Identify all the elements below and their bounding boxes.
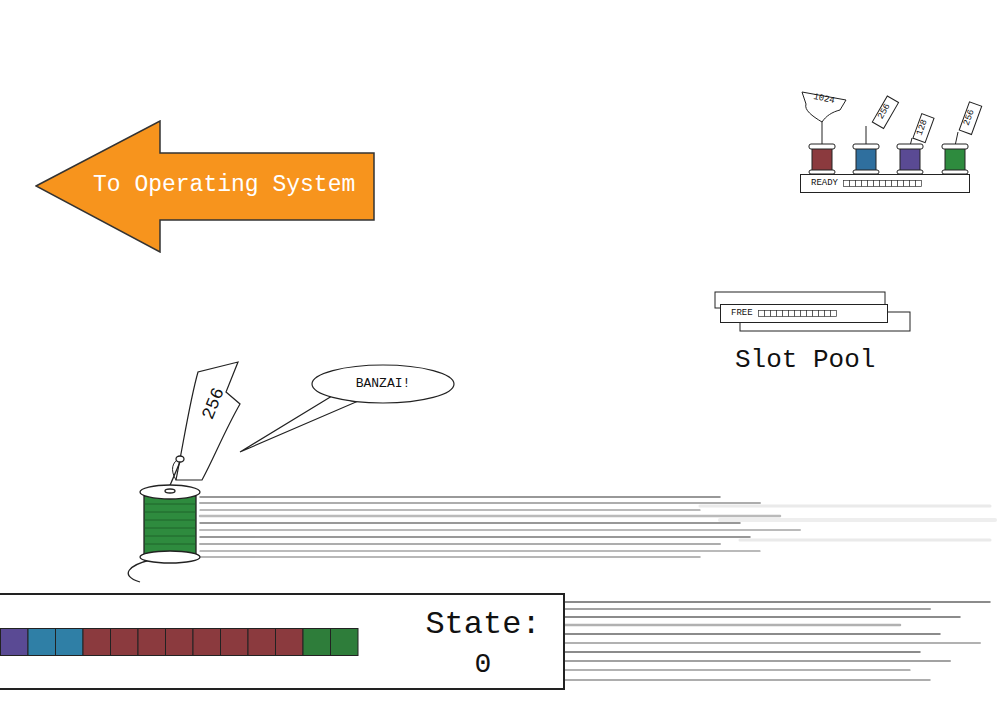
slot-cell <box>862 181 868 187</box>
speed-lines <box>200 497 995 557</box>
slot-cell <box>770 311 776 317</box>
speech-bubble: BANZAI! <box>311 364 455 404</box>
slot-cell <box>758 311 764 317</box>
slot-cell <box>806 311 812 317</box>
node-text: FREE <box>731 309 753 319</box>
state-cell <box>276 629 304 656</box>
slot-cell <box>812 311 818 317</box>
os-arrow: To Operating System <box>35 120 375 253</box>
free-slot-back <box>715 292 910 331</box>
slot-cells <box>843 180 923 188</box>
speech-tail <box>240 396 356 452</box>
slot-cell <box>898 181 904 187</box>
state-cell <box>138 629 166 656</box>
thread-size-label: 256 <box>963 109 978 128</box>
slot-cell <box>818 311 824 317</box>
slot-cells <box>758 310 838 318</box>
bubble-outline <box>312 365 454 403</box>
slot-cell <box>800 311 806 317</box>
slot-cell <box>892 181 898 187</box>
state-cell <box>1 629 29 656</box>
flag-ribbons <box>802 92 982 143</box>
slot-cell <box>764 311 770 317</box>
state-cell <box>193 629 221 656</box>
slot-cell <box>824 311 830 317</box>
free-slot: FREE <box>720 304 888 323</box>
state-cell <box>221 629 249 656</box>
slot-cell <box>844 181 850 187</box>
slot-cell <box>886 181 892 187</box>
state-panel: State: 0 <box>0 593 565 690</box>
arrow-outline <box>36 121 374 252</box>
state-cell <box>111 629 139 656</box>
slot-cell <box>856 181 862 187</box>
state-cell <box>56 629 84 656</box>
state-cell <box>331 629 359 656</box>
slot-cell <box>776 311 782 317</box>
flag-ribbon <box>176 362 240 480</box>
pool-label: Slot Pool <box>735 346 875 375</box>
thread-size-label: 1024 <box>812 93 835 107</box>
slot-cell <box>880 181 886 187</box>
slot-cell <box>850 181 856 187</box>
state-cell <box>248 629 276 656</box>
node-text: BANZAI! <box>356 377 411 391</box>
state-cells <box>0 628 360 658</box>
slot-cell <box>830 311 836 317</box>
state-cell <box>83 629 111 656</box>
slot-cell <box>788 311 794 317</box>
thread-size-label: 256 <box>877 102 894 121</box>
node-text: READY <box>811 179 838 189</box>
slot-cell <box>782 311 788 317</box>
slot-cell <box>794 311 800 317</box>
node-text: To Operating System <box>93 173 355 198</box>
slot-cell <box>868 181 874 187</box>
ready-slot: READY <box>800 174 970 193</box>
spool-row <box>809 120 968 174</box>
thread-size-label: 256 <box>199 385 229 422</box>
state-cell <box>28 629 56 656</box>
state-cell <box>303 629 331 656</box>
big-spool <box>128 456 200 582</box>
node-text: State: <box>425 607 540 642</box>
speed-lines <box>560 602 990 680</box>
slot-cell <box>910 181 916 187</box>
state-cell <box>166 629 194 656</box>
slot-cell <box>916 181 922 187</box>
thread-size-label: 128 <box>916 119 931 138</box>
slot-cell <box>904 181 910 187</box>
node-text: 0 <box>475 650 492 681</box>
slot-cell <box>874 181 880 187</box>
